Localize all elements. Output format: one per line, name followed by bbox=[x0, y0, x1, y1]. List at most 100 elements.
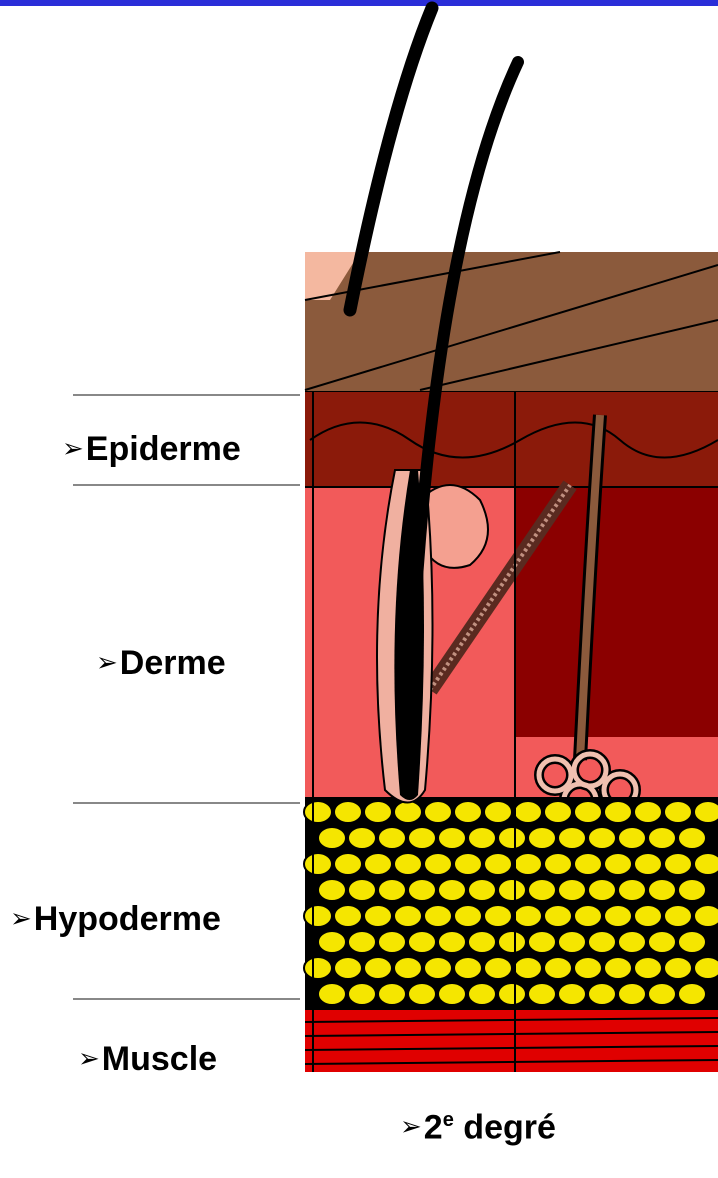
fat-cell bbox=[634, 853, 662, 875]
fat-cell bbox=[334, 853, 362, 875]
fat-cell bbox=[378, 983, 406, 1005]
fat-cell bbox=[364, 957, 392, 979]
caption-number: 2 bbox=[424, 1108, 443, 1146]
fat-cell bbox=[528, 931, 556, 953]
fat-cell bbox=[498, 983, 526, 1005]
fat-cell bbox=[528, 983, 556, 1005]
fat-cell bbox=[378, 827, 406, 849]
fat-cell bbox=[468, 931, 496, 953]
caption-text: degré bbox=[463, 1108, 556, 1146]
fat-cell bbox=[678, 931, 706, 953]
fat-cell bbox=[618, 983, 646, 1005]
fat-cell bbox=[424, 905, 452, 927]
caption-superscript: e bbox=[443, 1109, 454, 1131]
skin-surface bbox=[305, 252, 718, 392]
fat-cell bbox=[574, 905, 602, 927]
fat-cell bbox=[318, 879, 346, 901]
fat-cell bbox=[588, 931, 616, 953]
fat-cell bbox=[424, 957, 452, 979]
divider-derme-bottom bbox=[73, 802, 300, 804]
label-epiderme: ➢Epiderme bbox=[62, 432, 241, 466]
fat-cell bbox=[438, 879, 466, 901]
fat-cell bbox=[304, 957, 332, 979]
fat-cell bbox=[438, 827, 466, 849]
label-muscle: ➢Muscle bbox=[78, 1042, 217, 1076]
fat-cell bbox=[678, 827, 706, 849]
fat-cell bbox=[454, 853, 482, 875]
fat-cell bbox=[394, 853, 422, 875]
fat-cell bbox=[694, 905, 718, 927]
fat-cell bbox=[558, 983, 586, 1005]
bullet-arrow-icon: ➢ bbox=[62, 435, 84, 461]
fat-cell bbox=[484, 801, 512, 823]
fat-cell bbox=[394, 957, 422, 979]
fat-cell bbox=[664, 801, 692, 823]
fat-cell bbox=[408, 931, 436, 953]
fat-cell bbox=[588, 879, 616, 901]
fat-cell bbox=[454, 905, 482, 927]
fat-cell bbox=[304, 905, 332, 927]
fat-cell bbox=[544, 905, 572, 927]
fat-cell bbox=[604, 957, 632, 979]
label-derme: ➢Derme bbox=[96, 646, 226, 680]
label-derme-text: Derme bbox=[120, 644, 226, 682]
fat-cell bbox=[634, 905, 662, 927]
fat-cell bbox=[574, 957, 602, 979]
fat-cell bbox=[694, 801, 718, 823]
fat-cell bbox=[528, 827, 556, 849]
fat-cell bbox=[498, 827, 526, 849]
fat-cell bbox=[604, 905, 632, 927]
fat-cell bbox=[484, 905, 512, 927]
fat-cell bbox=[558, 879, 586, 901]
fat-cell bbox=[378, 879, 406, 901]
fat-cell bbox=[528, 879, 556, 901]
fat-cell bbox=[438, 931, 466, 953]
fat-cell bbox=[424, 853, 452, 875]
fat-cell bbox=[348, 879, 376, 901]
label-epiderme-text: Epiderme bbox=[86, 430, 241, 468]
fat-cell bbox=[484, 957, 512, 979]
fat-cell bbox=[348, 931, 376, 953]
fat-cell bbox=[588, 827, 616, 849]
fat-cell bbox=[364, 853, 392, 875]
fat-cell bbox=[378, 931, 406, 953]
divider-epiderme-bottom bbox=[73, 484, 300, 486]
fat-cell bbox=[394, 801, 422, 823]
fat-cell bbox=[544, 801, 572, 823]
fat-cell bbox=[438, 983, 466, 1005]
fat-cell bbox=[694, 957, 718, 979]
fat-cell bbox=[334, 957, 362, 979]
fat-cell bbox=[604, 801, 632, 823]
label-hypoderme-text: Hypoderme bbox=[34, 900, 221, 938]
fat-cell bbox=[498, 879, 526, 901]
fat-cell bbox=[318, 827, 346, 849]
fat-cell bbox=[454, 801, 482, 823]
fat-cell bbox=[664, 957, 692, 979]
fat-cell bbox=[424, 801, 452, 823]
fat-cell bbox=[514, 905, 542, 927]
fat-cell bbox=[468, 983, 496, 1005]
fat-cell bbox=[664, 853, 692, 875]
fat-cell bbox=[574, 801, 602, 823]
fat-cell bbox=[678, 879, 706, 901]
burn-degree-caption: ➢2e degré bbox=[400, 1110, 556, 1144]
fat-cell bbox=[304, 853, 332, 875]
fat-cell bbox=[604, 853, 632, 875]
divider-epiderme-top bbox=[73, 394, 300, 396]
fat-cell bbox=[318, 983, 346, 1005]
fat-cell bbox=[514, 853, 542, 875]
fat-cell bbox=[408, 827, 436, 849]
label-muscle-text: Muscle bbox=[102, 1040, 217, 1078]
fat-cell bbox=[544, 957, 572, 979]
fat-cell bbox=[484, 853, 512, 875]
fat-cell bbox=[468, 879, 496, 901]
hypodermis-layer bbox=[304, 797, 718, 1010]
fat-cell bbox=[588, 983, 616, 1005]
muscle-layer bbox=[305, 1010, 718, 1072]
fat-cell bbox=[544, 853, 572, 875]
fat-cell bbox=[514, 957, 542, 979]
fat-cell bbox=[348, 827, 376, 849]
bullet-arrow-icon: ➢ bbox=[10, 905, 32, 931]
fat-cell bbox=[304, 801, 332, 823]
